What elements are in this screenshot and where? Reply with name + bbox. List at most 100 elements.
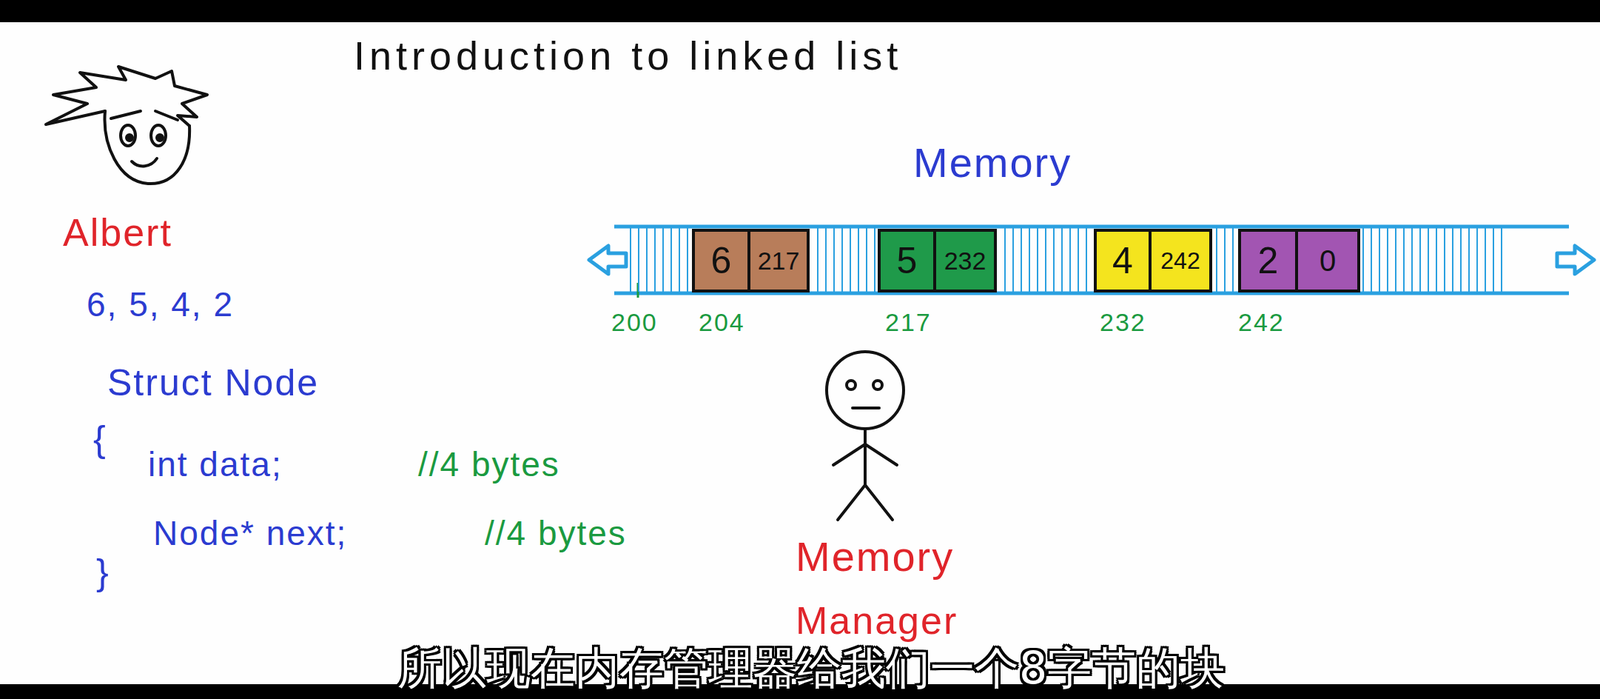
memory-strip bbox=[589, 226, 1595, 298]
memory-cell-tick bbox=[1232, 227, 1234, 292]
right-arrow bbox=[1557, 245, 1595, 274]
code-line: Node* next; bbox=[153, 515, 348, 550]
memory-cell-tick bbox=[849, 227, 852, 292]
eye bbox=[846, 380, 856, 390]
memory-cell-tick bbox=[825, 227, 827, 292]
data-field: 6 bbox=[694, 231, 751, 290]
memory-cell-tick bbox=[1460, 227, 1462, 292]
memory-node-box: 4242 bbox=[1093, 228, 1213, 293]
albert-face bbox=[45, 66, 208, 184]
memory-cell-tick bbox=[1224, 227, 1226, 292]
memory-node-box: 20 bbox=[1238, 228, 1361, 293]
memory-cell-tick bbox=[1028, 227, 1031, 292]
address-label: 200 bbox=[611, 309, 658, 335]
role-label: Manager bbox=[795, 600, 958, 640]
code-line: Struct Node bbox=[107, 364, 319, 402]
code-comment: //4 bytes bbox=[484, 515, 627, 550]
head bbox=[826, 351, 904, 429]
memory-node-box: 6217 bbox=[691, 228, 810, 293]
subtitle: 所以现在内存管理器给我们一个8字节的块 bbox=[397, 645, 1225, 690]
data-field: 2 bbox=[1241, 231, 1299, 290]
memory-cell-tick bbox=[1451, 227, 1454, 292]
memory-heading: Memory bbox=[913, 142, 1072, 184]
memory-cell-tick bbox=[874, 227, 876, 292]
memory-cell-tick bbox=[1386, 227, 1389, 292]
mouth bbox=[852, 406, 880, 410]
memory-cell-tick bbox=[1468, 227, 1470, 292]
memory-cell-tick bbox=[678, 227, 681, 292]
next-field: 217 bbox=[750, 231, 807, 290]
memory-cell-tick bbox=[1215, 227, 1218, 292]
memory-cell-tick bbox=[1427, 227, 1430, 292]
memory-cell-tick bbox=[637, 227, 640, 292]
role-label: Memory bbox=[795, 535, 954, 578]
memory-cell-tick bbox=[1378, 227, 1381, 292]
memory-cell-tick bbox=[1500, 227, 1503, 292]
memory-cell-tick bbox=[1492, 227, 1495, 292]
code-brace: { bbox=[93, 420, 108, 458]
pupil bbox=[156, 134, 163, 141]
person-name: Albert bbox=[62, 213, 173, 252]
face-outline bbox=[105, 111, 191, 184]
next-field: 242 bbox=[1151, 231, 1210, 290]
memory-cell-tick bbox=[1395, 227, 1397, 292]
memory-cell-tick bbox=[1484, 227, 1487, 292]
memory-cell-tick bbox=[646, 227, 648, 292]
hair-fringe bbox=[111, 111, 178, 120]
memory-cell-tick bbox=[1403, 227, 1405, 292]
memory-cell-tick bbox=[1370, 227, 1373, 292]
address-label: 232 bbox=[1099, 309, 1147, 335]
address-label: 204 bbox=[698, 309, 746, 335]
memory-cell-tick bbox=[629, 227, 632, 292]
legs bbox=[837, 484, 893, 520]
eye bbox=[150, 125, 166, 146]
memory-cell-tick bbox=[1061, 227, 1063, 292]
memory-cell-tick bbox=[1044, 227, 1047, 292]
eye bbox=[873, 380, 883, 390]
memory-cell-tick bbox=[1085, 227, 1088, 292]
memory-cell-tick bbox=[1419, 227, 1421, 292]
arms bbox=[833, 444, 897, 465]
memory-cell-tick bbox=[654, 227, 656, 292]
memory-cell-tick bbox=[817, 227, 819, 292]
memory-cell-tick bbox=[1012, 227, 1014, 292]
memory-cell-tick bbox=[857, 227, 860, 292]
memory-cell-tick bbox=[1036, 227, 1039, 292]
memory-cell-tick bbox=[1020, 227, 1023, 292]
memory-cell-tick bbox=[662, 227, 664, 292]
memory-cell-tick bbox=[1435, 227, 1438, 292]
memory-cell-tick bbox=[670, 227, 672, 292]
value-list: 6, 5, 4, 2 bbox=[86, 287, 234, 322]
memory-cell-tick bbox=[1004, 227, 1006, 292]
memory-cell-tick bbox=[1443, 227, 1446, 292]
memory-cell-tick bbox=[1476, 227, 1478, 292]
memory-cell-tick bbox=[1362, 227, 1364, 292]
address-label: 242 bbox=[1238, 309, 1285, 335]
top-bar bbox=[0, 0, 1600, 23]
address-label: 217 bbox=[885, 309, 932, 335]
data-field: 5 bbox=[880, 231, 937, 290]
memory-cell-tick bbox=[1411, 227, 1413, 292]
strip-edge bbox=[614, 224, 1569, 229]
code-comment: //4 bytes bbox=[418, 446, 561, 482]
memory-node-box: 5232 bbox=[877, 228, 997, 293]
next-field: 232 bbox=[936, 231, 994, 290]
hair bbox=[45, 66, 208, 126]
memory-cell-tick bbox=[833, 227, 835, 292]
eye bbox=[120, 125, 136, 146]
memory-cell-tick bbox=[1069, 227, 1071, 292]
body bbox=[863, 428, 867, 485]
title: Introduction to linked list bbox=[353, 35, 903, 76]
next-field: 0 bbox=[1298, 231, 1358, 290]
code-line: int data; bbox=[148, 446, 283, 482]
stick-figure bbox=[826, 351, 904, 520]
data-field: 4 bbox=[1096, 231, 1152, 290]
memory-cell-tick bbox=[841, 227, 843, 292]
pupil bbox=[126, 134, 133, 141]
smile bbox=[131, 158, 157, 166]
memory-cell-tick bbox=[865, 227, 868, 292]
memory-cell-tick bbox=[686, 227, 689, 292]
memory-cell-tick bbox=[1053, 227, 1055, 292]
code-brace: } bbox=[96, 553, 111, 591]
